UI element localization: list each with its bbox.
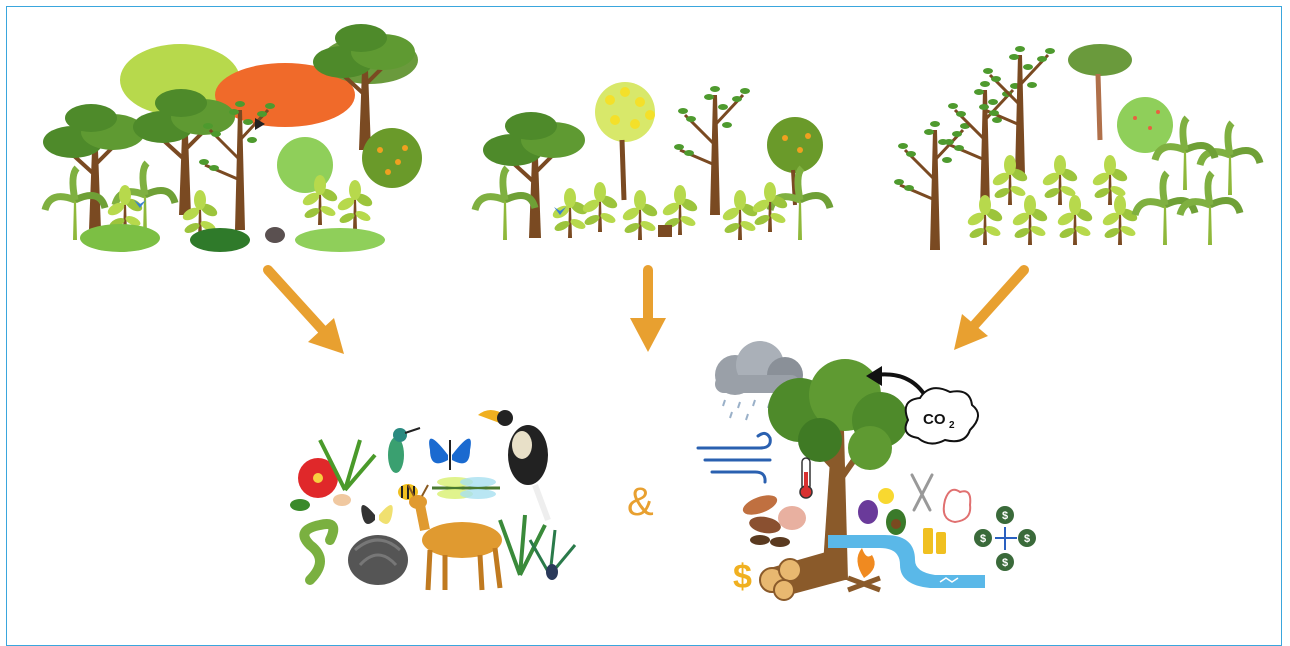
ampersand: & xyxy=(627,480,654,524)
hummingbird-icon xyxy=(388,427,421,473)
chicken-icon xyxy=(942,488,972,524)
oil-bottles-icon xyxy=(923,528,946,554)
dollar-icon: $ xyxy=(1002,557,1008,569)
central-tree-icon xyxy=(768,359,908,580)
rain-cloud-icon xyxy=(715,341,803,421)
deer-icon xyxy=(407,484,503,591)
co2-subscript: 2 xyxy=(949,420,955,431)
arrow-right-icon xyxy=(954,265,1029,350)
river-icon xyxy=(828,535,985,588)
campfire-icon xyxy=(847,548,881,593)
dragonfly-icon xyxy=(432,477,500,499)
dollar-icon: $ xyxy=(1024,533,1030,545)
dollar-icon: $ xyxy=(1002,510,1008,522)
butterfly-icon xyxy=(429,438,471,470)
forest-scene-icon xyxy=(41,22,422,252)
diagram-canvas: CO 2 xyxy=(41,22,1290,601)
thermometer-icon xyxy=(799,457,813,499)
plantation-scene-icon xyxy=(892,44,1260,252)
hornbill-icon xyxy=(478,410,551,522)
hibiscus-icon xyxy=(290,458,351,511)
ecosystem-services-cluster-icon: CO 2 xyxy=(696,341,1036,601)
beetle-icon xyxy=(528,529,577,580)
fruits-icon xyxy=(858,488,906,535)
fork-knife-icon xyxy=(910,473,934,512)
money-network-icon: $ $ $ $ xyxy=(974,506,1036,571)
pangolin-icon xyxy=(348,535,408,585)
dollar-icon: $ xyxy=(733,558,752,596)
cacao-icon xyxy=(742,495,806,547)
wind-icon xyxy=(696,431,772,484)
biodiversity-cluster-icon xyxy=(290,410,577,591)
arrow-middle-icon xyxy=(630,265,666,352)
swallowtail-butterfly-icon xyxy=(361,505,393,524)
dollar-icon: $ xyxy=(980,533,986,545)
co2-cloud-icon: CO 2 xyxy=(904,387,979,445)
agroforest-scene-icon xyxy=(475,82,830,240)
logs-icon xyxy=(759,548,845,601)
snake-icon xyxy=(299,519,339,585)
co2-label: CO xyxy=(923,411,946,428)
arrow-left-icon xyxy=(263,265,344,354)
